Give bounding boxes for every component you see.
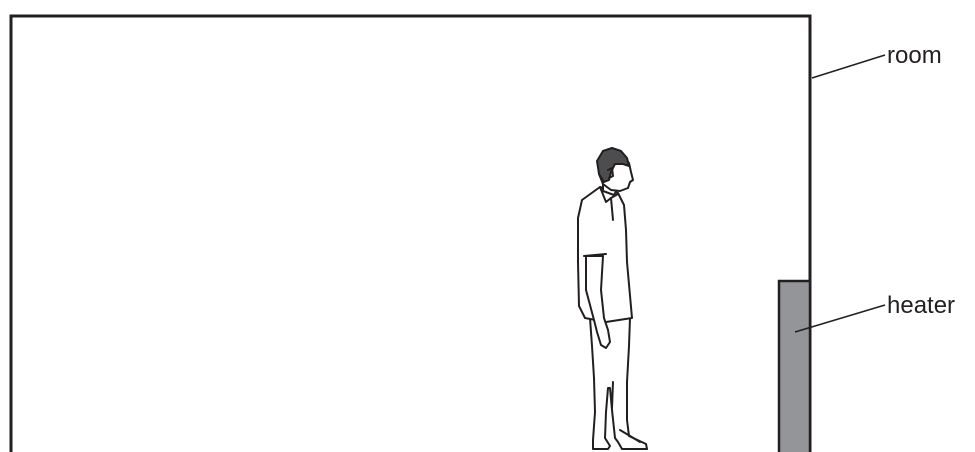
heater-label: heater — [887, 292, 955, 319]
person-icon — [578, 148, 647, 449]
heater — [779, 281, 810, 452]
room-label: room — [887, 42, 942, 69]
room-leader-line — [812, 55, 885, 78]
room-outline — [11, 16, 810, 452]
